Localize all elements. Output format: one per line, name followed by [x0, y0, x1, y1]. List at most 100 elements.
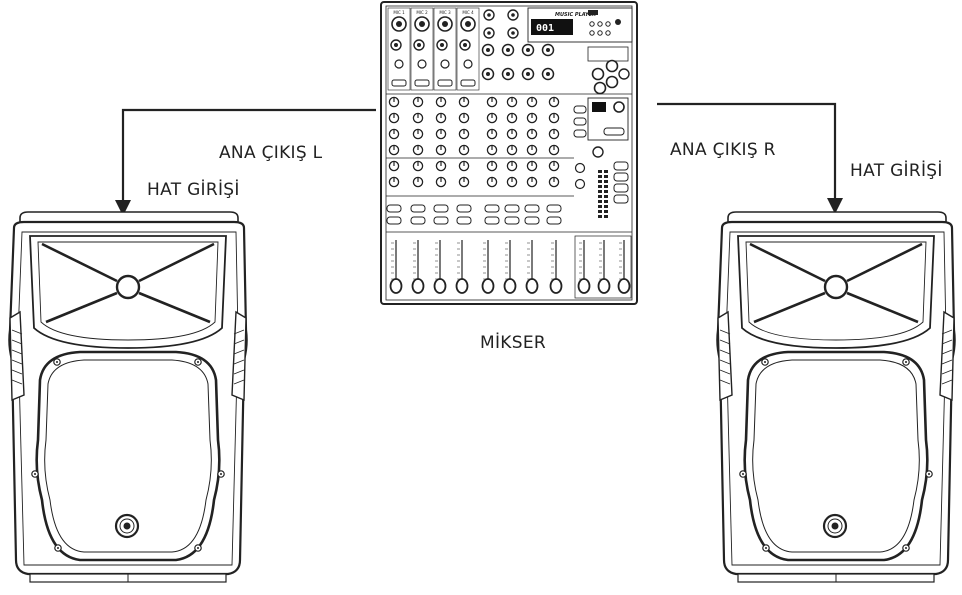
player-display-digits: 001 [536, 23, 554, 34]
player-led-icon [615, 19, 621, 25]
speaker-cabinet [8, 211, 248, 583]
output-jack-icon [605, 59, 619, 73]
fx-knob-icon [613, 101, 625, 113]
channel-mute-button [410, 216, 426, 225]
channel-strip-top [433, 7, 457, 91]
side-handle-right [231, 310, 247, 402]
screw-head-icon [905, 361, 907, 363]
fader-knob-icon [389, 278, 403, 294]
screw-head-icon [765, 547, 767, 549]
channel-mute-button [410, 204, 426, 213]
gain-knob-icon [394, 59, 404, 69]
led-meter-icon [598, 200, 602, 203]
channel-tag: MIC 4 [462, 10, 474, 15]
mixer-inner-frame [385, 5, 633, 301]
handle-grip-line [719, 379, 731, 385]
handle-grip-line [941, 329, 953, 335]
player-button-icon [589, 21, 595, 27]
aux-button [573, 117, 587, 126]
usb-port-icon [588, 10, 598, 15]
handle-grip-line [11, 369, 23, 375]
screw-head-icon [197, 361, 199, 363]
led-meter-icon [604, 185, 608, 188]
stereo-jack-core-icon [526, 48, 530, 52]
gain-knob-icon [463, 59, 473, 69]
rca-core-icon [511, 13, 515, 17]
handle-grip-line [719, 369, 731, 375]
cable-right [657, 102, 837, 208]
stereo-jack-core-icon [486, 72, 490, 76]
master-fader-section [574, 235, 632, 299]
music-player-title: MUSIC PLAYER [555, 12, 596, 18]
woofer-grille [35, 350, 221, 562]
player-display [531, 19, 573, 35]
handle-grip-line [233, 359, 245, 365]
channel-button [391, 79, 407, 87]
handle-grip-line [233, 379, 245, 385]
horn-diffuser-line [138, 291, 211, 324]
handle-grip-line [941, 339, 953, 345]
horn-diffuser-line [753, 291, 826, 324]
led-meter-icon [598, 185, 602, 188]
stereo-jack-core-icon [546, 72, 550, 76]
channel-mute-button [546, 216, 562, 225]
channel-tag: MIC 3 [439, 10, 451, 15]
speaker-right [716, 211, 956, 583]
handle-grip-line [11, 359, 23, 365]
xlr-pin-icon [442, 21, 448, 27]
channel-mute-button [433, 216, 449, 225]
led-meter-icon [604, 200, 608, 203]
screw-head-icon [56, 361, 58, 363]
fader-knob-icon [411, 278, 425, 294]
speaker-cabinet [716, 211, 956, 583]
horn-center-icon [823, 274, 849, 300]
channel-mute-button [546, 204, 562, 213]
output-jack-icon [593, 81, 607, 95]
channel-mute-button [504, 216, 520, 225]
channel-mute-button [524, 216, 540, 225]
screw-head-icon [928, 473, 930, 475]
handle-grip-line [719, 339, 731, 345]
fader-knob-icon [549, 278, 563, 294]
channel-button [437, 79, 453, 87]
phones-knob-icon [618, 68, 630, 80]
aux-button [573, 129, 587, 138]
arrow-down-icon [827, 198, 843, 214]
fader-knob-icon [503, 278, 517, 294]
horn-diffuser-line [846, 242, 923, 283]
channel-button [460, 79, 476, 87]
led-meter-icon [598, 180, 602, 183]
mixer-label: MİKSER [480, 333, 546, 353]
fx-button [603, 127, 625, 136]
handle-grip-line [11, 329, 23, 335]
jack-core-icon [394, 43, 398, 47]
player-button-icon [605, 21, 611, 27]
horn-diffuser-line [749, 242, 826, 283]
screw-head-icon [220, 473, 222, 475]
handle-grip-line [941, 359, 953, 365]
led-meter-icon [604, 195, 608, 198]
routing-button [613, 172, 629, 182]
led-meter-icon [604, 180, 608, 183]
channel-strip-top [456, 7, 480, 91]
stereo-jack-core-icon [506, 72, 510, 76]
horn-inner-outline [745, 241, 927, 341]
handle-grip-line [941, 349, 953, 355]
handle-grip-line [941, 379, 953, 385]
main-output-left-label: ANA ÇIKIŞ L [219, 143, 323, 163]
channel-tag: MIC 2 [416, 10, 428, 15]
routing-button [613, 161, 629, 171]
jack-core-icon [463, 43, 467, 47]
output-jack-icon [605, 75, 619, 89]
speaker-left [8, 211, 248, 583]
horn-diffuser-line [45, 291, 118, 324]
aux-knob-icon [574, 178, 586, 190]
channel-mute-button [456, 216, 472, 225]
led-meter-icon [604, 215, 608, 218]
fader-knob-icon [617, 278, 631, 294]
player-button-icon [597, 21, 603, 27]
screw-head-icon [197, 547, 199, 549]
routing-button [613, 183, 629, 193]
brand-badge-core [123, 522, 131, 530]
fader-knob-icon [455, 278, 469, 294]
